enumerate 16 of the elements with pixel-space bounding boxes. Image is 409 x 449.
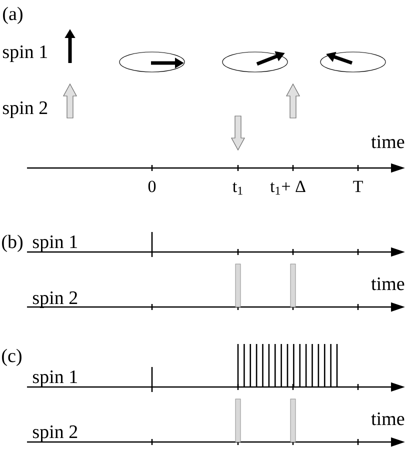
spin-label: spin 2 xyxy=(32,291,78,308)
panel-label: (b) xyxy=(2,234,23,252)
spin-label: spin 2 xyxy=(2,101,48,118)
panel-label: (c) xyxy=(2,348,22,366)
spin-label: spin 1 xyxy=(32,370,77,388)
tick-label: t$_{1}$+ Δ xyxy=(270,180,306,195)
tick-label: 0 xyxy=(148,180,156,192)
spin-label: spin 1 xyxy=(2,45,47,62)
spin-label: spin 1 xyxy=(32,235,77,252)
spin-label: spin 2 xyxy=(32,425,78,442)
panel-label: (a) xyxy=(3,6,22,24)
axis-label: time xyxy=(371,412,404,426)
tick-label: T xyxy=(353,180,363,192)
tick-label: t$_{1}$ xyxy=(232,182,242,195)
axis-label: time xyxy=(371,277,404,290)
axis-label: time xyxy=(371,135,404,148)
